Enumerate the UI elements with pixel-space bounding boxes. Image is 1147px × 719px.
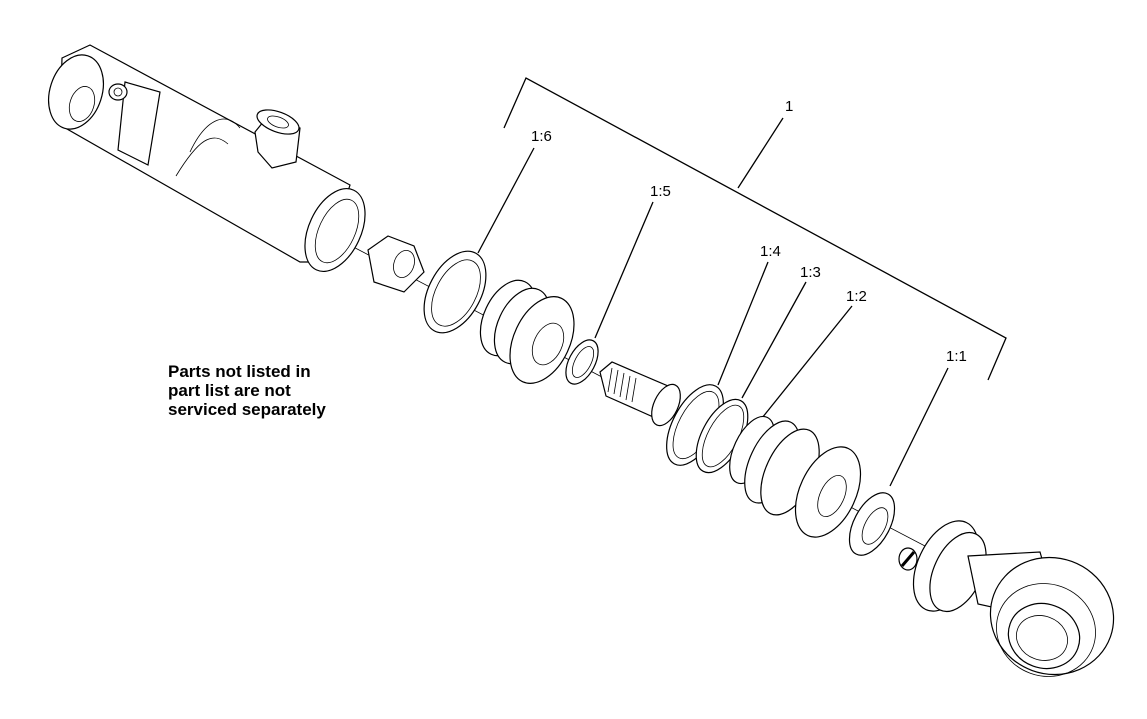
set-screw (898, 547, 918, 571)
assembly-bracket (503, 77, 1007, 381)
leader-line-1-6 (477, 147, 535, 254)
leader-line-1 (737, 117, 784, 189)
label-part-1-5: 1:5 (650, 183, 671, 200)
part-1-1-washer (848, 492, 896, 556)
label-part-1-3: 1:3 (800, 264, 821, 281)
rod-end-eye (912, 520, 1115, 677)
service-note-line-2: part list are not (168, 381, 291, 400)
label-part-1-1: 1:1 (946, 348, 967, 365)
part-1-5-ring (565, 339, 599, 385)
service-note: Parts not listed in part list are not se… (168, 362, 428, 419)
part-1-2-seal (729, 415, 862, 538)
leader-line-1-2 (761, 305, 853, 419)
label-assembly-1: 1 (785, 98, 793, 115)
label-part-1-6: 1:6 (531, 128, 552, 145)
hex-nut (367, 235, 425, 293)
leader-line-1-3 (741, 281, 807, 399)
leader-line-1-1 (889, 367, 949, 487)
service-note-line-1: Parts not listed in (168, 362, 311, 381)
piston-body (479, 279, 575, 384)
valve-housing (48, 44, 366, 272)
label-part-1-2: 1:2 (846, 288, 867, 305)
label-part-1-4: 1:4 (760, 243, 781, 260)
leader-lines (477, 117, 949, 487)
part-1-6-ring (423, 250, 487, 334)
leader-line-1-5 (594, 201, 654, 339)
service-note-line-3: serviced separately (168, 400, 326, 419)
threaded-stem (599, 361, 681, 427)
leader-line-1-4 (717, 261, 769, 386)
